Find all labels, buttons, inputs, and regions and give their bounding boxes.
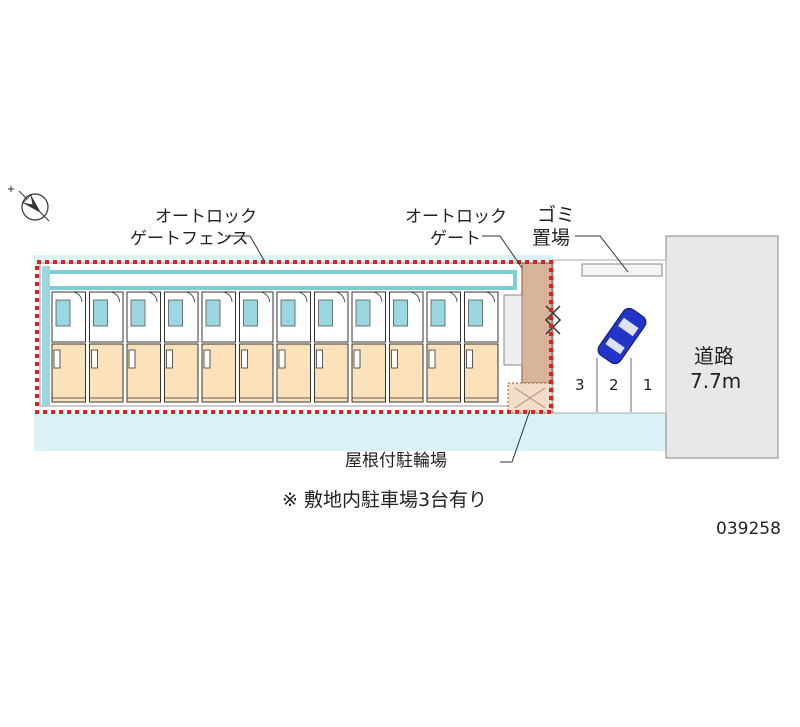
garbage-station <box>581 263 663 277</box>
parking-slot-1: 1 <box>643 376 653 394</box>
unit-7 <box>276 291 311 403</box>
parking-slot-2: 2 <box>609 376 619 394</box>
leader-lines <box>225 235 629 463</box>
building-corridor <box>46 270 517 290</box>
label-note: ※ 敷地内駐車場3台有り <box>282 489 488 511</box>
parking-slot-3: 3 <box>575 376 585 394</box>
units <box>51 291 499 403</box>
label-bicycle-parking: 屋根付駐輪場 <box>345 451 447 471</box>
compass-icon <box>8 186 50 222</box>
label-auto-lock-fence-2: ゲートフェンス <box>130 229 249 249</box>
label-garbage-1: ゴミ <box>537 204 576 226</box>
parking-area <box>552 259 667 414</box>
unit-6 <box>239 291 274 403</box>
unit-9 <box>351 291 386 403</box>
building-left-wall <box>42 266 50 406</box>
label-auto-lock-fence-1: オートロック <box>155 207 257 227</box>
unit-10 <box>389 291 424 403</box>
brick-path <box>521 262 553 384</box>
unit-1 <box>51 291 86 403</box>
label-road-1: 道路 <box>694 344 734 368</box>
parking-lines <box>596 358 632 412</box>
label-code: 039258 <box>716 519 781 539</box>
site-boundary <box>35 260 553 414</box>
unit-8 <box>314 291 349 403</box>
unit-4 <box>164 291 199 403</box>
label-auto-lock-gate-2: ゲート <box>430 229 481 249</box>
unit-3 <box>126 291 161 403</box>
label-road-2: 7.7m <box>690 369 742 393</box>
unit-11 <box>426 291 461 403</box>
car <box>597 307 647 365</box>
unit-2 <box>89 291 124 403</box>
unit-12 <box>464 291 499 403</box>
label-garbage-2: 置場 <box>532 227 571 249</box>
label-auto-lock-gate-1: オートロック <box>405 207 507 227</box>
road <box>665 235 779 459</box>
entrance-corridor <box>503 294 523 366</box>
sidewalk-bottom <box>34 413 666 451</box>
unit-5 <box>201 291 236 403</box>
bicycle-roof-mark <box>514 387 546 409</box>
